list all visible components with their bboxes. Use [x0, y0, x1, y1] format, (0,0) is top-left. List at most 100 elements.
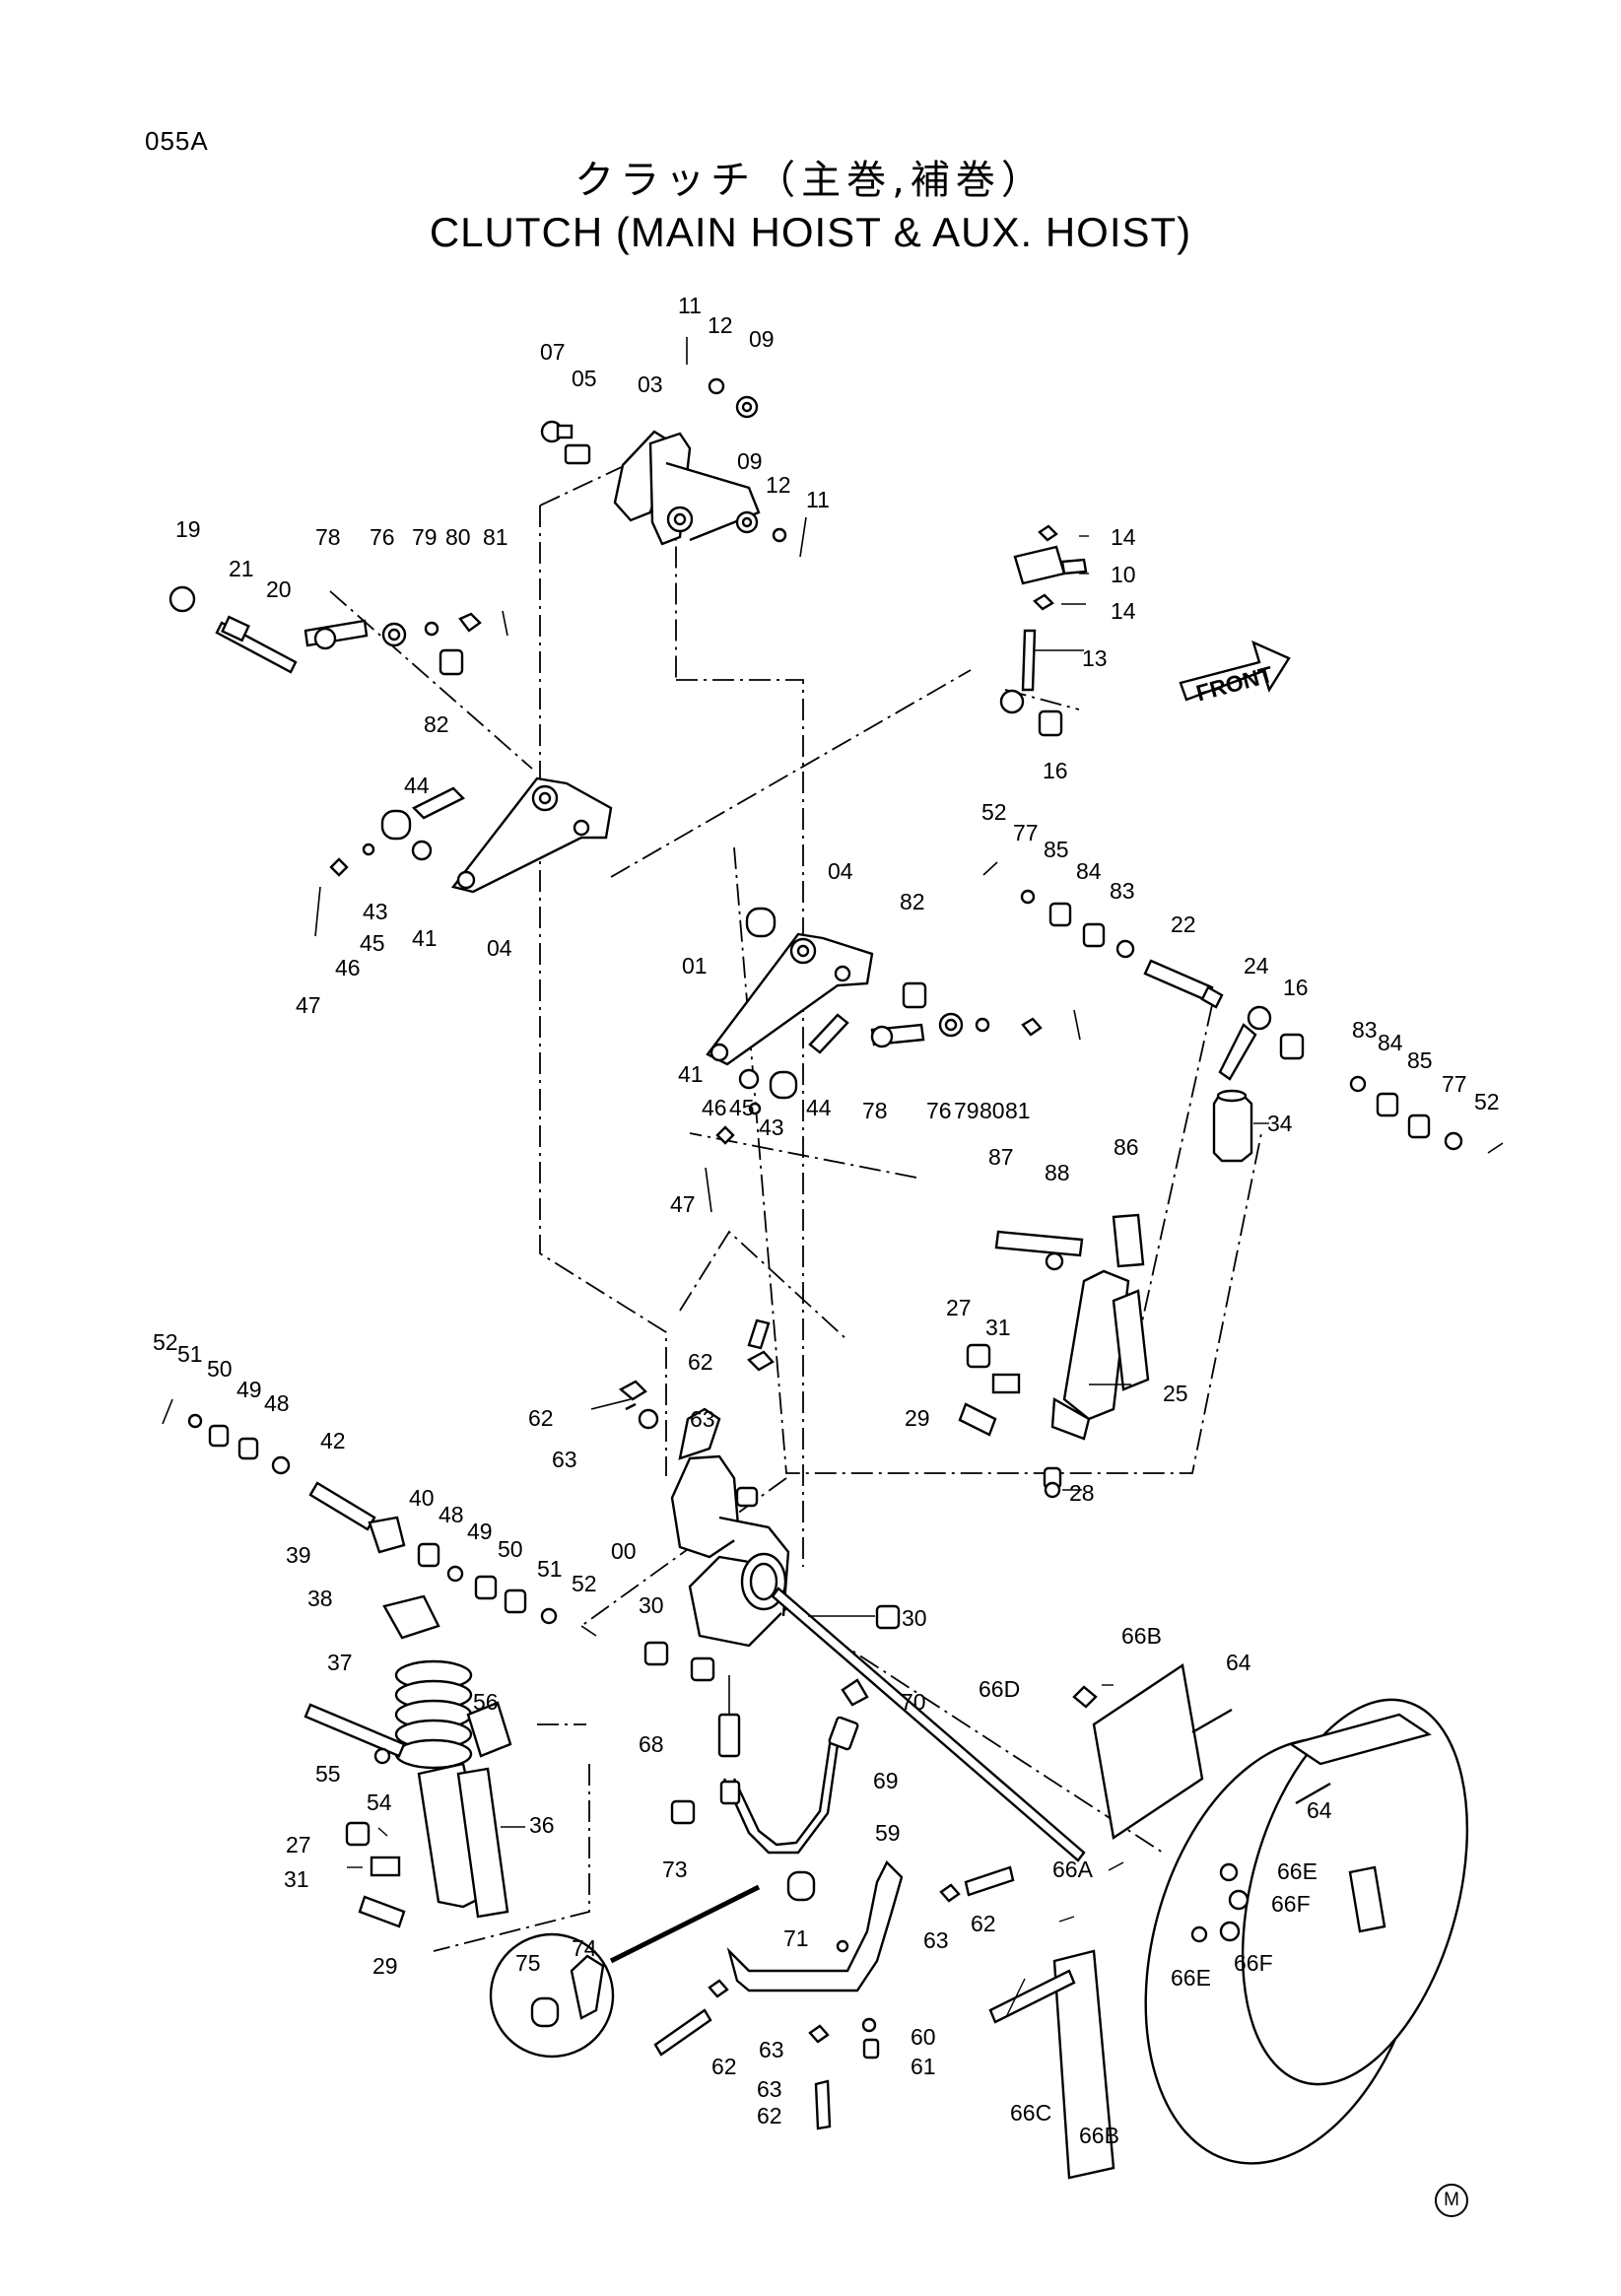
callout-39: 39 [286, 1542, 311, 1568]
callout-41: 41 [412, 925, 438, 951]
title-english: CLUTCH (MAIN HOIST & AUX. HOIST) [429, 209, 1192, 255]
callout-30: 30 [639, 1592, 664, 1618]
callout-64: 64 [1226, 1650, 1251, 1675]
callout-59: 59 [875, 1820, 901, 1846]
callout-13: 13 [1082, 645, 1108, 671]
lever-arm-center [705, 907, 1081, 1213]
page-code: 055A [145, 126, 209, 156]
callout-52: 52 [153, 1329, 178, 1355]
callout-84: 84 [1378, 1030, 1403, 1055]
callout-37: 37 [327, 1650, 353, 1675]
callout-27: 27 [946, 1295, 972, 1320]
callout-52: 52 [572, 1571, 597, 1596]
brake-band [988, 1662, 1469, 2180]
callout-66E: 66E [1171, 1965, 1211, 1991]
title-japanese: クラッチ（主巻,補巻） [574, 158, 1047, 203]
callout-47: 47 [670, 1191, 696, 1217]
callout-55: 55 [315, 1761, 341, 1787]
callout-86: 86 [1114, 1134, 1139, 1160]
callout-45: 45 [360, 930, 385, 956]
callout-52: 52 [981, 799, 1007, 825]
callout-63: 63 [552, 1447, 577, 1472]
callout-66F: 66F [1271, 1891, 1311, 1917]
callout-19: 19 [175, 516, 201, 542]
callout-42: 42 [320, 1428, 346, 1453]
callout-50: 50 [498, 1536, 523, 1562]
callout-28: 28 [1069, 1480, 1095, 1506]
callout-51: 51 [177, 1341, 203, 1367]
callout-84: 84 [1076, 858, 1102, 884]
callout-09: 09 [749, 326, 775, 352]
callout-69: 69 [873, 1768, 899, 1793]
right-rod-group [982, 861, 1504, 1163]
callout-51: 51 [537, 1556, 563, 1582]
callout-75: 75 [515, 1950, 541, 1976]
callout-74: 74 [572, 1935, 597, 1961]
callout-31: 31 [985, 1315, 1011, 1340]
callout-22: 22 [1171, 912, 1196, 937]
callout-56: 56 [473, 1689, 499, 1715]
callout-66E: 66E [1277, 1858, 1317, 1884]
callout-48: 48 [264, 1390, 290, 1416]
callout-31: 31 [284, 1866, 309, 1892]
callout-41: 41 [678, 1061, 704, 1087]
callout-79: 79 [954, 1098, 979, 1123]
callout-66A: 66A [1052, 1857, 1094, 1882]
callout-11: 11 [806, 487, 830, 512]
callout-29: 29 [905, 1405, 930, 1431]
callout-09: 09 [737, 448, 763, 474]
callout-52: 52 [1474, 1089, 1500, 1114]
callout-78: 78 [315, 524, 341, 550]
callout-14: 14 [1111, 524, 1136, 550]
callout-36: 36 [529, 1812, 555, 1838]
upper-right-link [999, 524, 1088, 737]
callout-66B: 66B [1121, 1623, 1162, 1649]
callout-79: 79 [412, 524, 438, 550]
callout-45: 45 [729, 1095, 755, 1120]
callout-85: 85 [1407, 1047, 1433, 1073]
callout-12: 12 [708, 312, 733, 338]
callout-16: 16 [1283, 975, 1309, 1000]
callout-66C: 66C [1010, 2100, 1051, 2126]
callout-81: 81 [483, 524, 508, 550]
callout-43: 43 [759, 1114, 784, 1140]
upper-left-rod [169, 585, 508, 676]
callout-27: 27 [286, 1832, 311, 1857]
callout-50: 50 [207, 1356, 233, 1382]
callout-66B: 66B [1079, 2123, 1119, 2148]
callout-77: 77 [1442, 1071, 1467, 1097]
callout-71: 71 [783, 1925, 809, 1951]
callout-20: 20 [266, 576, 292, 602]
callout-16: 16 [1043, 758, 1068, 783]
leader-lines [347, 535, 1269, 2016]
callout-62: 62 [688, 1349, 713, 1375]
callout-44: 44 [806, 1095, 832, 1120]
callout-01: 01 [682, 953, 708, 979]
callout-82: 82 [424, 711, 449, 737]
callout-49: 49 [236, 1377, 262, 1402]
lever-arm-left [314, 777, 613, 937]
callout-30: 30 [902, 1605, 927, 1631]
callout-46: 46 [702, 1095, 727, 1120]
callout-04: 04 [828, 858, 853, 884]
callout-87: 87 [988, 1144, 1014, 1170]
callout-03: 03 [638, 371, 663, 397]
callout-07: 07 [540, 339, 566, 365]
callout-62: 62 [971, 1911, 996, 1936]
callout-49: 49 [467, 1519, 493, 1544]
callout-62: 62 [711, 2054, 737, 2079]
callout-73: 73 [662, 1857, 688, 1882]
clutch-arm-main [590, 1318, 1086, 1862]
callout-48: 48 [439, 1502, 464, 1527]
lubrication-hose [489, 1675, 1015, 2130]
callout-21: 21 [229, 556, 254, 581]
callout-00: 00 [611, 1538, 637, 1564]
callout-11: 11 [678, 293, 702, 318]
callout-76: 76 [370, 524, 395, 550]
callout-44: 44 [404, 773, 430, 798]
clutch-lever-upper [540, 337, 807, 558]
callout-83: 83 [1352, 1017, 1378, 1043]
callout-77: 77 [1013, 820, 1039, 845]
